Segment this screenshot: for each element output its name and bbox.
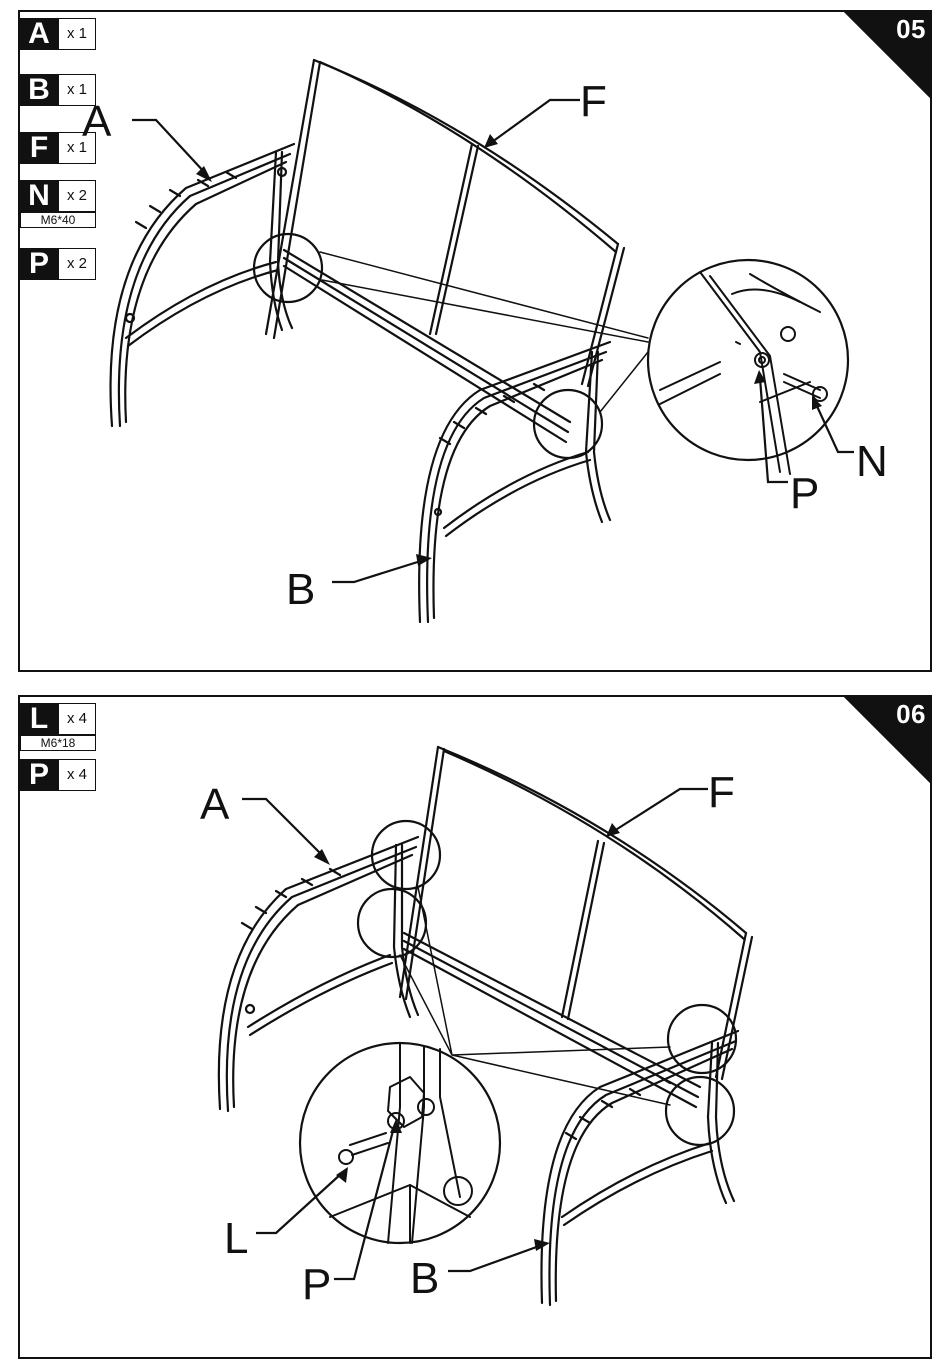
callout-label-a: A (200, 780, 230, 829)
callout-label-p: P (302, 1260, 331, 1309)
side-frame-a (111, 144, 294, 426)
callout-arrowheads (314, 823, 620, 1251)
callout-label-p: P (790, 469, 819, 518)
callout-label-b: B (286, 565, 315, 614)
callout-label-f: F (580, 77, 607, 126)
callout-label-n: N (856, 437, 888, 486)
backrest-frame (400, 747, 752, 1079)
callout-leaders (242, 789, 708, 1279)
callout-labels: A F B P N (82, 77, 888, 614)
assembly-drawing-05: A F B P N (20, 12, 930, 670)
step-05-panel: A x 1 B x 1 F x 1 N x 2 M6*40 P x 2 05 (18, 10, 932, 672)
callout-label-f: F (708, 768, 735, 817)
zoom-detail-parts (330, 1043, 472, 1243)
callout-label-a: A (82, 97, 112, 146)
side-frame-a (219, 837, 418, 1111)
rear-rail (284, 250, 570, 442)
callout-label-l: L (224, 1214, 248, 1263)
step-06-panel: L x 4 M6*18 P x 4 06 (18, 695, 932, 1359)
callout-leaders (132, 100, 854, 582)
rear-rail (404, 933, 700, 1107)
assembly-drawing-06: A F L P B (20, 697, 930, 1357)
backrest-frame (266, 60, 624, 386)
detail-circle (372, 821, 440, 889)
detail-circle (358, 889, 426, 957)
callout-label-b: B (410, 1254, 439, 1303)
detail-circle (534, 390, 602, 458)
